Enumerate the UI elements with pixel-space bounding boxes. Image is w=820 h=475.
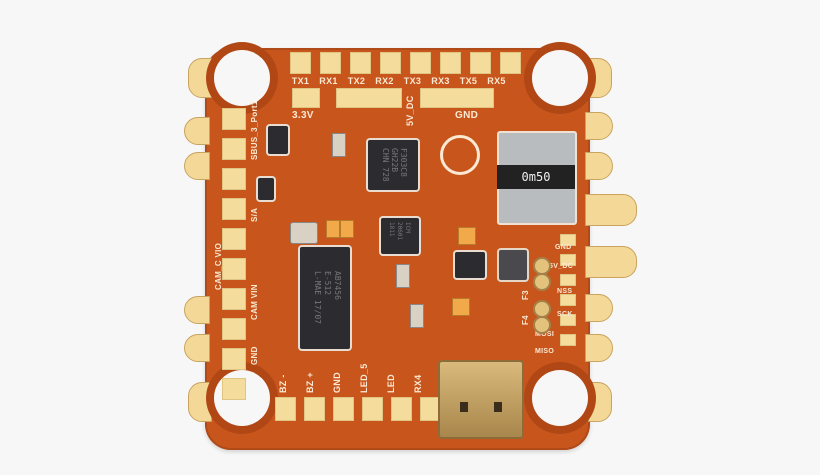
edge-pad (184, 296, 210, 324)
bottom-pad-row (275, 397, 441, 421)
label-bottom-gnd: GND (332, 372, 342, 393)
label-cam-vin: CAM VIN (250, 284, 259, 320)
edge-pad (585, 334, 613, 362)
pad-gnd (420, 88, 494, 108)
mounting-hole (214, 50, 270, 106)
label-gnd: GND (455, 110, 479, 121)
corner-pad (188, 58, 212, 98)
smd-component (332, 133, 346, 157)
header-pin (533, 273, 551, 291)
tantalum-cap (458, 227, 476, 245)
label-rx2: RX2 (375, 76, 394, 86)
left-pad-column (222, 108, 246, 400)
sot-transistor (268, 126, 288, 154)
label-tx3: TX3 (403, 76, 422, 86)
mcu-chip: F303C8 GH22B CHN 728 (368, 140, 418, 190)
label-right-gnd: GND (555, 244, 572, 251)
tantalum-cap (340, 220, 354, 238)
label-tx5: TX5 (459, 76, 478, 86)
label-f3: F3 (521, 290, 530, 300)
crystal (290, 222, 318, 244)
pad-5v (336, 88, 402, 108)
shunt-label-band: 0m50 (497, 165, 575, 189)
label-tx1: TX1 (291, 76, 310, 86)
corner-pad (588, 382, 612, 422)
label-f4: F4 (521, 315, 530, 325)
right-small-pads (560, 234, 576, 346)
sot-transistor (258, 178, 274, 200)
gyro-line1: ICM (404, 222, 411, 233)
label-5v-dc: 5V_DC (405, 95, 415, 126)
header-pin (533, 316, 551, 334)
smd-component (396, 264, 410, 288)
label-sbus: SBUS_3_Port1 (250, 100, 259, 160)
smd-component (410, 304, 424, 328)
edge-pad (184, 334, 210, 362)
edge-pad (585, 112, 613, 140)
corner-pad (588, 58, 612, 98)
label-rx3: RX3 (431, 76, 450, 86)
label-right-5v: 5V_DC (549, 263, 574, 270)
mcu-line2: GH22B (390, 148, 399, 173)
edge-pad (184, 117, 210, 145)
label-rx1: RX1 (319, 76, 338, 86)
gyro-line2: 20601 (396, 222, 403, 241)
edge-pad (585, 294, 613, 322)
label-nss: NSS (557, 288, 573, 295)
uart-labels: TX1 RX1 TX2 RX2 TX3 RX3 TX5 RX5 (291, 76, 506, 86)
label-miso: MISO (535, 348, 555, 355)
corner-pad (188, 382, 212, 422)
label-led5: LED_5 (359, 363, 369, 393)
gyro-chip: ICM 20601 1811 (381, 218, 419, 254)
osd-chip: AB7456 E-512 L-MAE 17/07 (300, 247, 350, 349)
label-rx5: RX5 (487, 76, 506, 86)
mcu-line1: F303C8 (399, 148, 408, 177)
label-sa: S/A (250, 207, 259, 222)
label-cam-vio: CAM_C VIO (214, 242, 223, 290)
mounting-hole (532, 50, 588, 106)
label-rx4: RX4 (413, 374, 423, 393)
brand-logo (440, 135, 480, 175)
inductor (497, 248, 529, 282)
voltage-regulator (455, 252, 485, 278)
label-led: LED (386, 374, 396, 393)
tantalum-cap (326, 220, 340, 238)
label-3v3: 3.3V (292, 110, 314, 121)
label-bz-plus: BZ + (305, 372, 315, 393)
shunt-value: 0m50 (521, 170, 551, 184)
label-tx2: TX2 (347, 76, 366, 86)
tantalum-cap (452, 298, 470, 316)
edge-pad (585, 152, 613, 180)
label-sck: SCK (557, 311, 573, 318)
battery-pad (585, 194, 637, 226)
label-bz-minus: BZ - (278, 374, 288, 393)
micro-usb-port (438, 360, 524, 439)
edge-pad (184, 152, 210, 180)
battery-pad (585, 246, 637, 278)
label-left-gnd: GND (250, 346, 259, 365)
pad-3v3 (292, 88, 320, 108)
mounting-hole (532, 370, 588, 426)
mcu-line3: CHN 728 (381, 148, 390, 182)
label-mosi: MOSI (535, 331, 555, 338)
uart-pad-row (290, 52, 521, 74)
gyro-line3: 1811 (388, 222, 395, 237)
